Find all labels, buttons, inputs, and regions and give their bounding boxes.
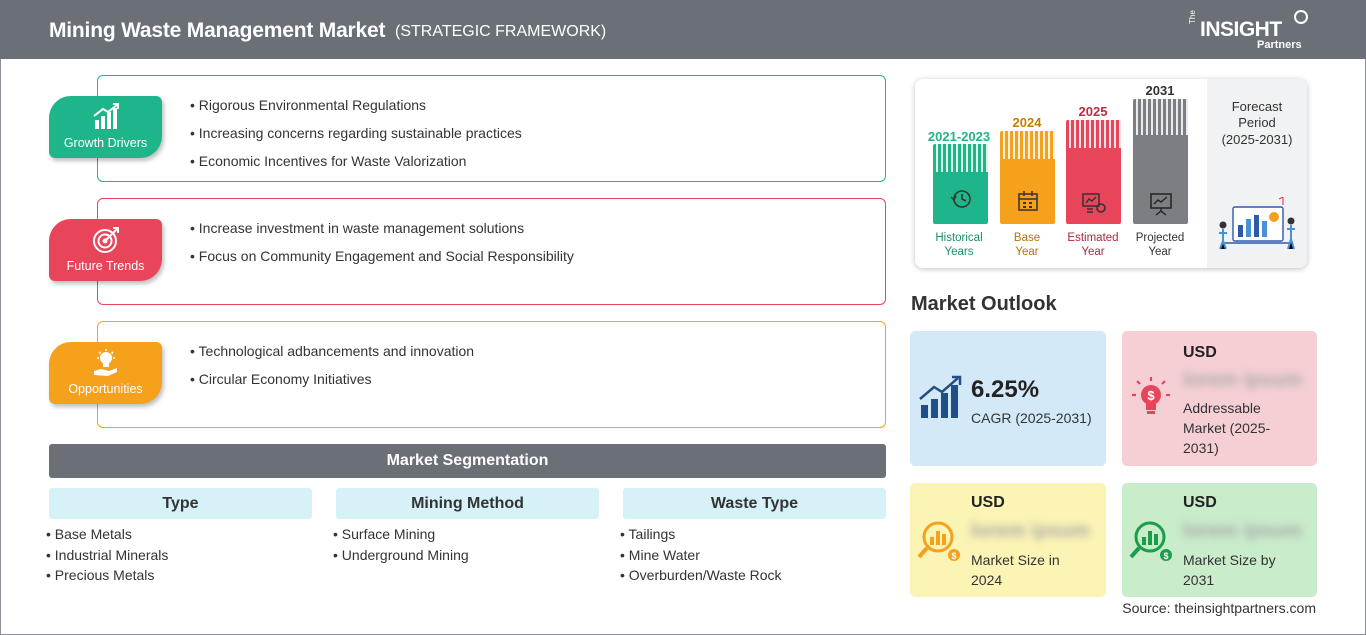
opportunities-label: Opportunities [68, 382, 143, 396]
logo-insight: INSIGHT [1200, 18, 1282, 41]
timeline-year-historical: 2021-2023 [927, 129, 991, 144]
list-item: Base Metals [46, 525, 168, 546]
logo-the: The [1188, 10, 1197, 24]
cagr-value: 6.25% [971, 376, 1040, 403]
page-title: Mining Waste Management Market [49, 19, 386, 42]
growth-chart-icon [919, 375, 962, 418]
segment-header-type: Type [49, 488, 312, 519]
magnifier-chart-icon: $ [1129, 521, 1172, 561]
timeline-label-base: Base Year [1013, 232, 1041, 258]
timeline-bar-historical [933, 144, 988, 224]
size-2024-value: lorem ipsum [971, 520, 1090, 542]
timeline-card: 2021-2023 Historical Years 2024 Base Yea… [915, 79, 1307, 268]
svg-text:$: $ [1147, 388, 1155, 403]
list-item: Precious Metals [46, 566, 168, 587]
forecast-period-panel: Forecast Period (2025-2031) [1207, 79, 1307, 268]
timeline-bar-estimated [1066, 120, 1121, 224]
list-item: Surface Mining [333, 525, 469, 546]
calendar-icon [1018, 191, 1038, 211]
segment-list-mining-method: Surface Mining Underground Mining [333, 525, 469, 566]
size-2024-currency: USD [971, 494, 1005, 511]
timeline-label-historical: Historical Years [935, 232, 983, 258]
target-icon [93, 227, 119, 253]
timeline-label-estimated: Estimated Year [1067, 232, 1119, 258]
size-2031-currency: USD [1183, 494, 1217, 511]
market-size-2031-card: $ USD lorem ipsum Market Size by 2031 [1122, 483, 1317, 597]
insight-partners-logo: The INSIGHT Partners [1188, 10, 1312, 54]
page-subtitle: (STRATEGIC FRAMEWORK) [395, 23, 607, 40]
growth-drivers-box: Rigorous Environmental Regulations Incre… [97, 75, 886, 182]
addressable-label: Addressable Market (2025-2031) [1183, 400, 1271, 456]
growth-drivers-label: Growth Drivers [63, 136, 148, 150]
segment-list-waste-type: Tailings Mine Water Overburden/Waste Roc… [620, 525, 782, 587]
list-item: Increasing concerns regarding sustainabl… [190, 124, 522, 152]
segment-header-waste-type: Waste Type [623, 488, 886, 519]
logo-ring-icon [1294, 10, 1308, 24]
addressable-value: lorem ipsum [1183, 369, 1302, 391]
size-2031-label: Market Size by 2031 [1183, 552, 1276, 588]
size-2024-label: Market Size in 2024 [971, 552, 1060, 588]
market-size-2024-card: $ USD lorem ipsum Market Size in 2024 [910, 483, 1106, 597]
list-item: Industrial Minerals [46, 546, 169, 567]
growth-drivers-badge: Growth Drivers [49, 96, 162, 158]
projection-board-icon [1150, 193, 1172, 216]
list-item: Technological adbancements and innovatio… [190, 342, 475, 370]
history-clock-icon [950, 190, 971, 208]
segment-list-type: Base Metals Industrial Minerals Precious… [46, 525, 169, 587]
lightbulb-hand-icon [94, 349, 117, 376]
timeline-year-projected: 2031 [1145, 83, 1175, 98]
svg-text:$: $ [951, 551, 956, 561]
opportunities-box: Technological adbancements and innovatio… [97, 321, 886, 428]
forecast-period-range: (2025-2031) [1221, 132, 1293, 147]
market-segmentation-bar: Market Segmentation [49, 444, 886, 478]
svg-text:$: $ [1163, 551, 1168, 561]
list-item: Increase investment in waste management … [190, 219, 574, 247]
addressable-market-card: $ USD lorem ipsum Addressable Market (20… [1122, 331, 1317, 466]
opportunities-list: Technological adbancements and innovatio… [190, 342, 475, 398]
future-trends-badge: Future Trends [49, 219, 162, 281]
header-bar: Mining Waste Management Market (STRATEGI… [0, 0, 1366, 59]
future-trends-box: Increase investment in waste management … [97, 198, 886, 305]
list-item: Circular Economy Initiatives [190, 370, 474, 398]
lightbulb-dollar-icon: $ [1132, 377, 1170, 414]
list-item: Mine Water [620, 546, 782, 567]
timeline-bar-base [1000, 131, 1055, 224]
source-citation: Source: theinsightpartners.com [1122, 600, 1316, 616]
list-item: Economic Incentives for Waste Valorizati… [190, 152, 522, 180]
timeline-bar-projected [1133, 99, 1188, 224]
cagr-card: 6.25% CAGR (2025-2031) [910, 331, 1106, 466]
future-trends-list: Increase investment in waste management … [190, 219, 574, 275]
estimate-gear-icon [1082, 193, 1106, 213]
logo-partners: Partners [1257, 39, 1302, 51]
opportunities-badge: Opportunities [49, 342, 162, 404]
magnifier-chart-icon: $ [917, 521, 960, 561]
future-trends-label: Future Trends [66, 259, 145, 273]
segment-header-mining-method: Mining Method [336, 488, 599, 519]
list-item: Tailings [620, 525, 782, 546]
growth-drivers-list: Rigorous Environmental Regulations Incre… [190, 96, 522, 180]
growth-chart-icon [93, 103, 119, 129]
timeline-year-base: 2024 [1012, 115, 1042, 130]
timeline-label-projected: Projected Year [1135, 232, 1185, 258]
list-item: Focus on Community Engagement and Social… [190, 247, 574, 275]
cagr-label: CAGR (2025-2031) [971, 410, 1092, 426]
list-item: Overburden/Waste Rock [620, 566, 782, 587]
list-item: Underground Mining [333, 546, 469, 567]
forecast-period-label: Forecast Period [1231, 99, 1283, 130]
timeline-year-estimated: 2025 [1078, 104, 1108, 119]
addressable-currency: USD [1183, 344, 1217, 361]
market-outlook-title: Market Outlook [911, 293, 1057, 315]
list-item: Rigorous Environmental Regulations [190, 96, 522, 124]
analyst-dashboard-illustration [1219, 197, 1295, 250]
size-2031-value: lorem ipsum [1183, 520, 1302, 542]
